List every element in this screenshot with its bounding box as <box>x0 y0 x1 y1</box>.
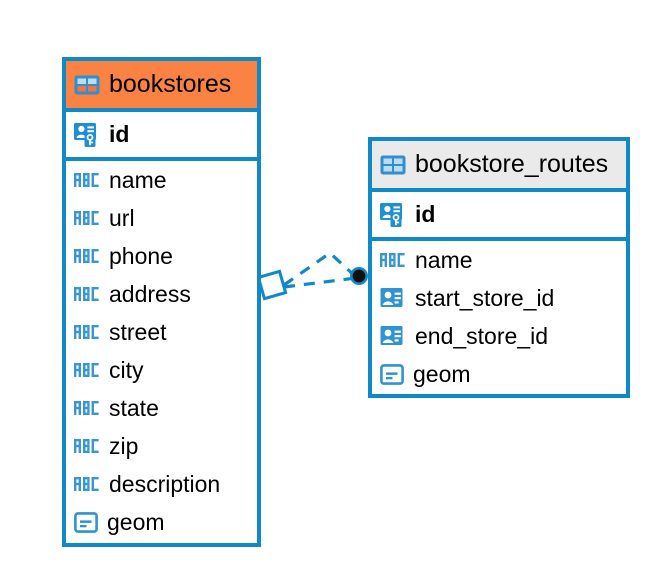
entity-table-bookstores[interactable]: bookstores id <box>62 57 261 547</box>
field-row[interactable]: state <box>66 389 257 427</box>
entity-header[interactable]: bookstores <box>66 61 257 112</box>
abc-text-icon <box>74 401 100 415</box>
field-label: id <box>109 121 130 147</box>
field-label: name <box>415 246 473 273</box>
field-row[interactable]: street <box>66 313 257 351</box>
primary-key-icon <box>74 122 100 148</box>
field-label: state <box>109 394 159 421</box>
field-row[interactable]: address <box>66 275 257 313</box>
field-list: id nam <box>372 192 626 393</box>
field-row[interactable]: zip <box>66 427 257 465</box>
field-row[interactable]: city <box>66 351 257 389</box>
field-row[interactable]: end_store_id <box>372 317 626 355</box>
abc-text-icon <box>74 211 100 225</box>
field-row[interactable]: geom <box>66 503 257 541</box>
abc-text-icon <box>74 249 100 263</box>
field-label: url <box>109 204 135 231</box>
field-label: zip <box>109 432 139 459</box>
field-row[interactable]: id <box>372 192 626 241</box>
table-grid-icon <box>380 155 406 175</box>
field-label: description <box>109 470 221 497</box>
abc-text-icon <box>74 173 100 187</box>
field-label: address <box>109 280 191 307</box>
field-label: start_store_id <box>415 284 555 311</box>
field-label: name <box>109 166 167 193</box>
relationship-line-upper <box>283 250 358 287</box>
field-label: street <box>109 318 167 345</box>
field-label: geom <box>413 360 471 387</box>
abc-text-icon <box>74 477 100 491</box>
entity-table-bookstore-routes[interactable]: bookstore_routes <box>368 137 630 398</box>
field-row[interactable]: geom <box>372 355 626 393</box>
abc-text-icon <box>74 287 100 301</box>
field-row[interactable]: description <box>66 465 257 503</box>
field-row[interactable]: url <box>66 199 257 237</box>
filled-circle-marker <box>350 267 368 285</box>
relationship-line-lower <box>283 276 357 289</box>
field-label: phone <box>109 242 173 269</box>
abc-text-icon <box>380 253 406 267</box>
field-label: end_store_id <box>415 322 548 349</box>
field-label: geom <box>107 508 165 535</box>
field-list: id nam <box>66 112 257 541</box>
foreign-key-icon <box>380 285 406 311</box>
field-row[interactable]: phone <box>66 237 257 275</box>
foreign-key-icon <box>380 323 406 349</box>
entity-title: bookstores <box>109 70 232 98</box>
entity-header[interactable]: bookstore_routes <box>372 141 626 192</box>
diamond-marker <box>256 269 288 301</box>
primary-key-icon <box>380 202 406 228</box>
field-row[interactable]: start_store_id <box>372 279 626 317</box>
field-label: id <box>415 201 436 227</box>
field-row[interactable]: id <box>66 112 257 161</box>
abc-text-icon <box>74 439 100 453</box>
geometry-icon <box>380 363 404 385</box>
abc-text-icon <box>74 325 100 339</box>
table-grid-icon <box>74 75 100 95</box>
field-row[interactable]: name <box>372 241 626 279</box>
field-label: city <box>109 356 144 383</box>
geometry-icon <box>74 511 98 533</box>
field-row[interactable]: name <box>66 161 257 199</box>
abc-text-icon <box>74 363 100 377</box>
entity-title: bookstore_routes <box>415 150 609 178</box>
